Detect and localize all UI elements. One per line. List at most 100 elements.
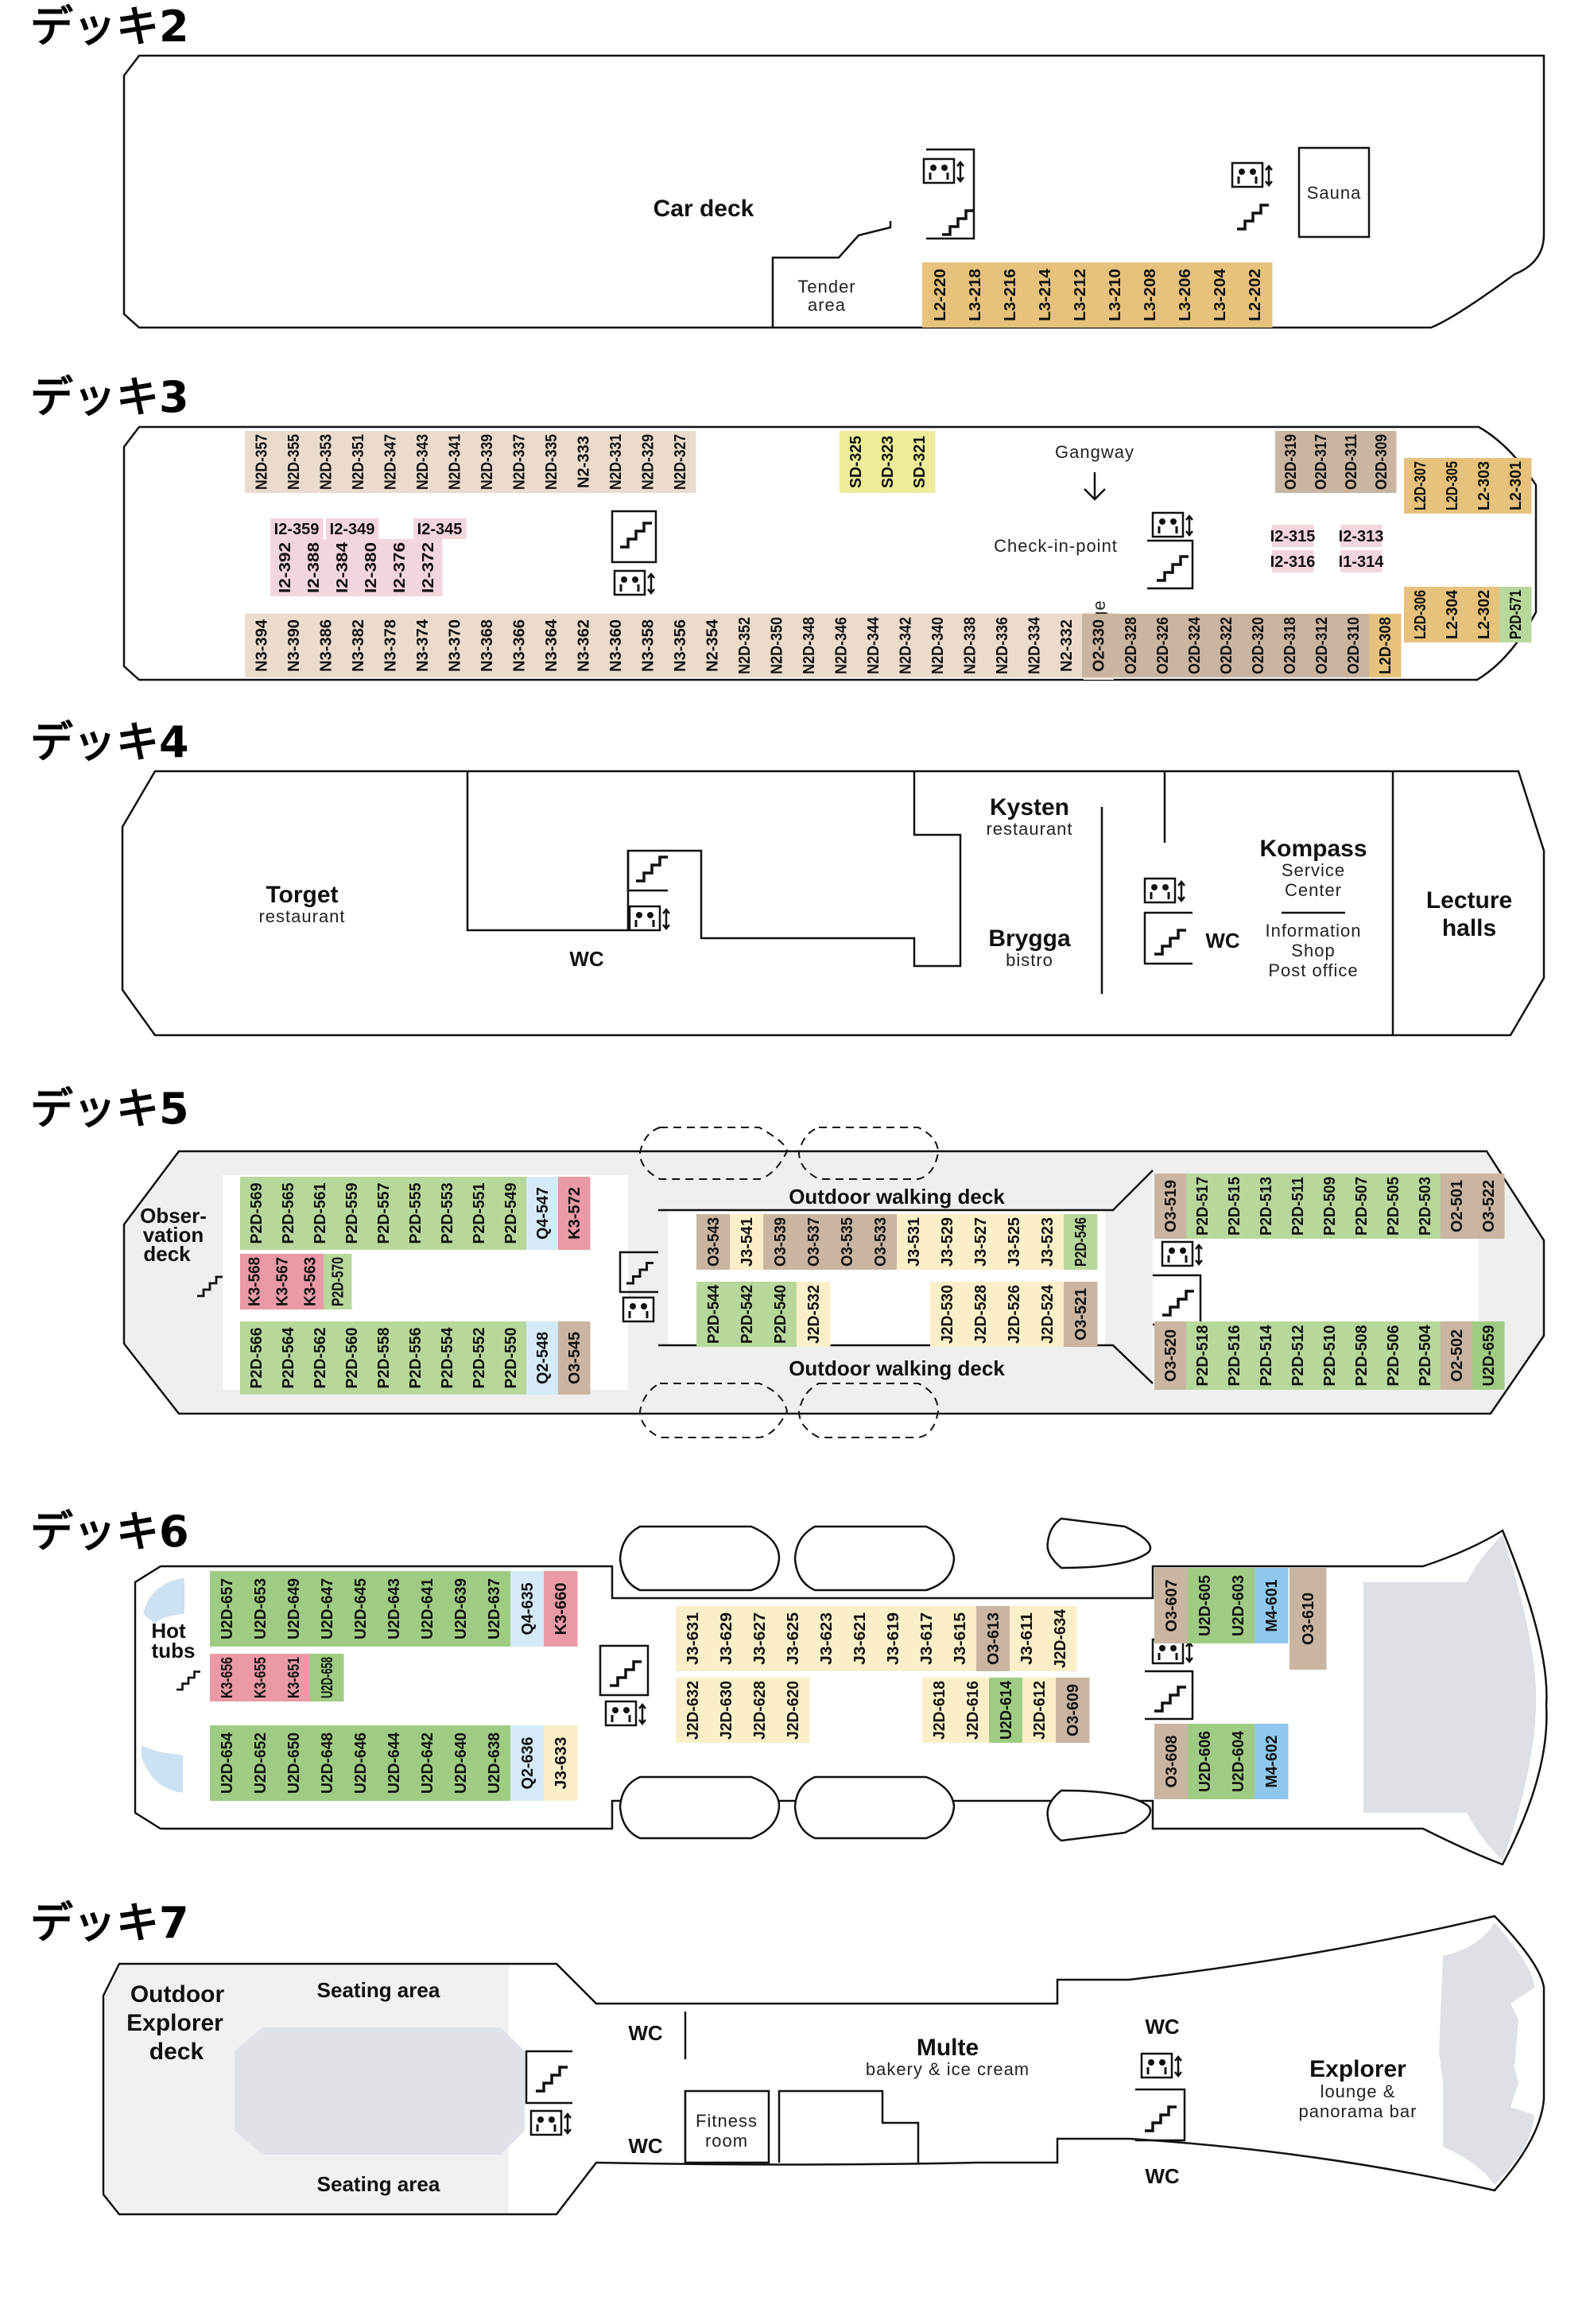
cabin-block xyxy=(326,518,379,539)
cabin-j2d-530: J2D-530 xyxy=(930,1282,964,1347)
cabin-l3-212: L3-212 xyxy=(1062,262,1098,328)
cabin-q4-635: Q4-635 xyxy=(510,1571,545,1647)
lifeboat-2 xyxy=(797,1127,940,1180)
cabin-number: O2D-320 xyxy=(1250,617,1267,674)
cabin-block xyxy=(310,1654,344,1701)
cabin-block xyxy=(399,1177,432,1250)
gangway-label: Gangway xyxy=(1055,442,1134,462)
cabin-o2d-320: O2D-320 xyxy=(1242,614,1274,677)
cabin-p2d-507: P2D-507 xyxy=(1345,1174,1378,1239)
cabin-block xyxy=(510,1571,545,1647)
cabin-u2d-648: U2D-648 xyxy=(310,1725,344,1801)
cabin-number: N3-358 xyxy=(639,619,657,672)
cabin-p2d-505: P2D-505 xyxy=(1377,1174,1410,1239)
cabin-block xyxy=(1115,614,1147,677)
deck-4-elevator-icon xyxy=(628,905,670,932)
cabin-p2d-509: P2D-509 xyxy=(1313,1174,1346,1239)
cabin-block xyxy=(1250,1174,1282,1239)
cabin-number: P2D-556 xyxy=(407,1328,425,1389)
cabin-number: L2D-307 xyxy=(1412,461,1429,510)
cabin-i2-313: I2-313 xyxy=(1339,525,1384,547)
cabin-number: O2D-311 xyxy=(1343,434,1360,490)
cabin-number: N3-390 xyxy=(285,619,303,672)
cabin-block xyxy=(335,1177,368,1250)
cabin-j3-615: J3-615 xyxy=(943,1606,977,1671)
cabin-p2d-558: P2D-558 xyxy=(367,1321,400,1395)
explorer-lounge-sub-1: lounge & xyxy=(1320,2082,1396,2101)
cabin-block xyxy=(341,614,374,677)
cabin-block xyxy=(1030,1214,1065,1270)
cabin-block xyxy=(1366,431,1397,493)
observation-label-2: vation xyxy=(143,1223,204,1247)
cabin-number: P2D-516 xyxy=(1226,1325,1243,1387)
cabin-block xyxy=(1064,1282,1098,1347)
cabin-number: P2D-558 xyxy=(375,1328,393,1389)
cabin-block xyxy=(989,1678,1023,1743)
cabin-block xyxy=(730,1282,764,1347)
cabin-number: U2D-643 xyxy=(386,1578,403,1639)
cabin-number: J3-621 xyxy=(851,1612,869,1665)
cabin-j3-619: J3-619 xyxy=(876,1606,910,1671)
car-deck-label: Car deck xyxy=(653,196,754,222)
cabin-block xyxy=(1242,614,1274,677)
cabin-u2d-606: U2D-606 xyxy=(1188,1724,1222,1799)
cabin-number: J3-525 xyxy=(1006,1217,1023,1267)
cabin-number: P2D-503 xyxy=(1417,1177,1434,1236)
cabin-block xyxy=(494,1321,527,1395)
cabin-number: P2D-566 xyxy=(248,1328,266,1389)
cabin-n2d-327: N2D-327 xyxy=(663,431,696,493)
cabin-number: I2-313 xyxy=(1339,528,1384,545)
cabin-o3-613: O3-613 xyxy=(976,1606,1010,1671)
cabin-block xyxy=(840,431,872,493)
cabin-k3-567: K3-567 xyxy=(268,1254,297,1309)
cabin-i2-376: I2-376 xyxy=(385,539,414,596)
cabin-block xyxy=(243,1654,277,1701)
cabin-number: J3-629 xyxy=(718,1612,735,1665)
cabin-number: J3-611 xyxy=(1018,1612,1036,1665)
cabin-block xyxy=(930,1282,964,1347)
cabin-o3-545: O3-545 xyxy=(558,1321,591,1395)
d6-lifeboat-1 xyxy=(619,1525,781,1592)
cabin-n2d-335: N2D-335 xyxy=(534,431,568,493)
cabin-block xyxy=(1336,431,1367,493)
cabin-block xyxy=(871,431,904,493)
sauna-room xyxy=(1297,146,1371,239)
cabin-number: P2D-546 xyxy=(1072,1217,1090,1267)
cabin-number: P2D-561 xyxy=(312,1183,329,1244)
cabin-block xyxy=(1436,587,1468,642)
cabin-number: L3-204 xyxy=(1212,268,1229,321)
cabin-number: J2D-620 xyxy=(785,1681,802,1740)
cabin-block xyxy=(1345,1321,1378,1390)
cabin-n2d-339: N2D-339 xyxy=(470,431,503,493)
cabin-p2d-553: P2D-553 xyxy=(431,1177,463,1250)
cabin-block xyxy=(1340,550,1383,572)
cabin-o3-533: O3-533 xyxy=(863,1214,898,1270)
deck-5-elevator-icon-a xyxy=(622,1296,655,1323)
cabin-block xyxy=(277,1654,311,1701)
cabin-number: I2-359 xyxy=(274,521,320,538)
cabin-block xyxy=(210,1725,244,1801)
cabin-p2d-551: P2D-551 xyxy=(463,1177,495,1250)
cabin-n3-394: N3-394 xyxy=(245,614,277,677)
cabin-o2d-328: O2D-328 xyxy=(1115,614,1147,677)
cabin-block xyxy=(824,614,857,677)
cabin-block xyxy=(1221,1568,1255,1643)
cabin-number: U2D-646 xyxy=(352,1732,370,1794)
cabin-number: M4-601 xyxy=(1263,1580,1281,1632)
cabin-p2d-513: P2D-513 xyxy=(1250,1174,1282,1239)
cabin-number: J3-631 xyxy=(684,1612,702,1665)
cabin-n2d-352: N2D-352 xyxy=(727,614,761,677)
cabin-u2d-638: U2D-638 xyxy=(477,1725,511,1801)
cabin-number: U2D-657 xyxy=(219,1578,236,1639)
cabin-number: L2-304 xyxy=(1444,589,1461,639)
cabin-block xyxy=(567,431,599,493)
cabin-number: N2D-329 xyxy=(639,434,657,490)
deck-7-wc-label-c: WC xyxy=(1145,2015,1180,2039)
cabin-j2d-528: J2D-528 xyxy=(964,1282,998,1347)
deck-3-elevator-icon-b xyxy=(1151,511,1193,538)
cabin-j3-541: J3-541 xyxy=(730,1214,764,1270)
cabin-number: U2D-650 xyxy=(285,1732,303,1794)
cabin-n2d-342: N2D-342 xyxy=(889,614,921,677)
cabin-block xyxy=(405,431,439,493)
cabin-block xyxy=(272,1177,304,1250)
